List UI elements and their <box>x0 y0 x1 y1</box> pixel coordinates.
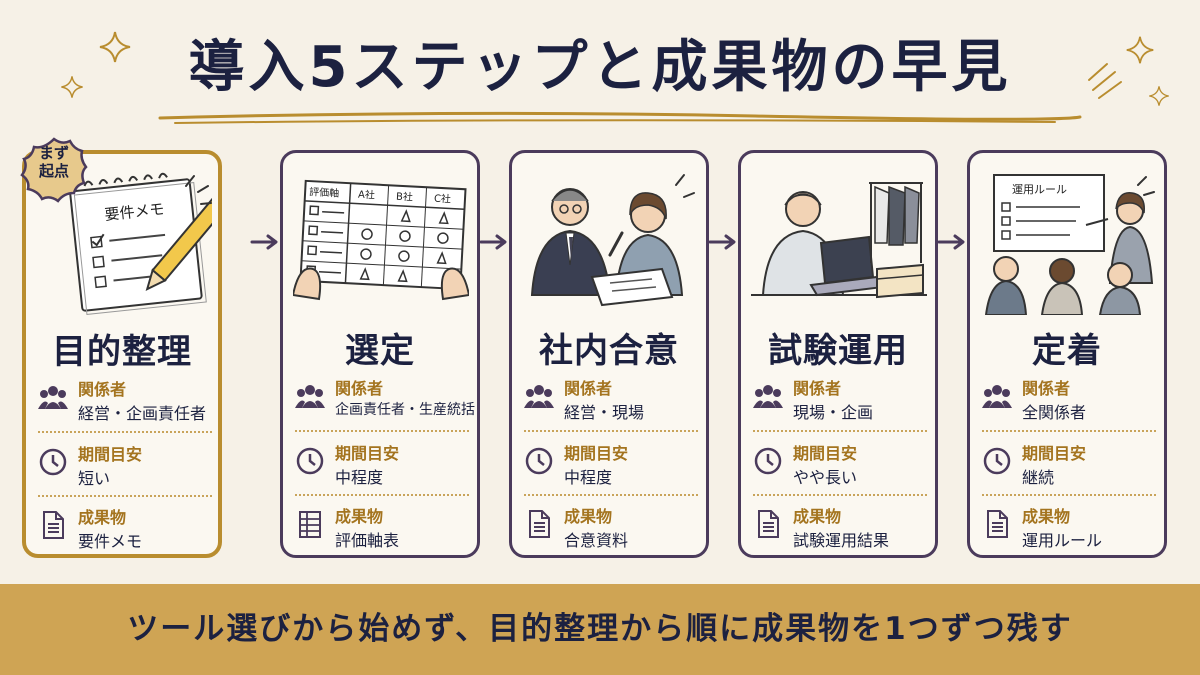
document-icon <box>987 510 1008 538</box>
arrow-right-icon <box>479 234 507 250</box>
table-icon <box>299 511 321 538</box>
clock-icon <box>525 447 553 475</box>
document-icon <box>43 511 64 539</box>
stakeholders-row: 関係者 全関係者 <box>980 373 1160 435</box>
period-row: 期間目安 継続 <box>980 438 1160 500</box>
clock-icon <box>983 447 1011 475</box>
divider <box>753 494 927 496</box>
deliverable-row: 成果物 運用ルール <box>980 501 1160 563</box>
svg-text:A社: A社 <box>358 188 376 202</box>
stakeholders-row: 関係者 企画責任者・生産統括 <box>293 373 475 435</box>
period-row: 期間目安 やや長い <box>751 438 931 500</box>
step-title: 目的整理 <box>52 332 192 372</box>
svg-text:C社: C社 <box>434 192 452 206</box>
arrow-right-icon <box>250 234 278 250</box>
divider <box>982 494 1156 496</box>
title-underline <box>158 111 1082 124</box>
divider <box>38 431 212 433</box>
svg-text:評価軸: 評価軸 <box>309 185 340 200</box>
sparkle-icon <box>1126 36 1154 64</box>
people-icon <box>753 385 783 408</box>
divider <box>753 430 927 432</box>
step-title: 社内合意 <box>539 331 679 371</box>
memo-pad-illustration: 要件メモ <box>69 172 212 316</box>
stakeholders-row: 関係者 経営・現場 <box>522 373 702 435</box>
step-card-purpose: 要件メモ 目的整理 関係者 経営・企画責任者 期間目安 短い 成果物 要件メモ <box>22 150 222 558</box>
page-title: 導入5ステップと成果物の早見 <box>188 35 1012 100</box>
period-row: 期間目安 中程度 <box>293 438 473 500</box>
training-illustration: 運用ルール <box>984 174 1155 315</box>
people-icon <box>524 385 554 408</box>
period-row: 期間目安 短い <box>36 439 216 501</box>
deliverable-row: 成果物 合意資料 <box>522 501 702 563</box>
divider <box>524 494 698 496</box>
sparkle-icon <box>99 31 131 63</box>
divider <box>295 430 469 432</box>
arrow-right-icon <box>937 234 965 250</box>
arrow-right-icon <box>708 234 736 250</box>
deliverable-row: 成果物 要件メモ <box>36 502 216 564</box>
divider <box>982 430 1156 432</box>
clock-icon <box>754 447 782 475</box>
document-icon <box>529 510 550 538</box>
svg-text:B社: B社 <box>396 190 414 204</box>
accent-lines-icon <box>1088 63 1122 99</box>
step-card-adoption: 運用ルール 定着 関係者 全関係者 期間目安 継続 成果物 運用ルール <box>967 150 1167 558</box>
people-icon <box>982 385 1012 408</box>
meeting-illustration <box>530 174 695 307</box>
stakeholders-row: 関係者 現場・企画 <box>751 373 931 435</box>
sparkle-icon <box>1149 86 1169 106</box>
deliverable-row: 成果物 試験運用結果 <box>751 501 931 563</box>
step-card-consensus: 社内合意 関係者 経営・現場 期間目安 中程度 成果物 合意資料 <box>509 150 709 558</box>
divider <box>524 430 698 432</box>
divider <box>295 494 469 496</box>
people-icon <box>295 385 325 408</box>
step-card-selection: 評価軸 A社 B社 C社 選定 関係者 企画責任者・生産統括 期間目安 中程度 <box>280 150 480 558</box>
step-title: 定着 <box>1032 331 1102 371</box>
clock-icon <box>296 447 324 475</box>
board-title: 運用ルール <box>1012 183 1067 196</box>
clock-icon <box>39 448 67 476</box>
step-title: 選定 <box>345 331 415 371</box>
footer-message: ツール選びから始めず、目的整理から順に成果物を1つずつ残す <box>127 611 1073 647</box>
step-title: 試験運用 <box>768 331 908 371</box>
laptop-work-illustration <box>751 182 927 299</box>
stakeholders-row: 関係者 経営・企画責任者 <box>36 374 216 436</box>
divider <box>38 495 212 497</box>
step-card-trial: 試験運用 関係者 現場・企画 期間目安 やや長い 成果物 試験運用結果 <box>738 150 938 558</box>
footer-banner: ツール選びから始めず、目的整理から順に成果物を1つずつ残す <box>0 584 1200 675</box>
deliverable-row: 成果物 評価軸表 <box>293 501 473 563</box>
evaluation-table-illustration: 評価軸 A社 B社 C社 <box>293 179 469 301</box>
document-icon <box>758 510 779 538</box>
period-row: 期間目安 中程度 <box>522 438 702 500</box>
people-icon <box>38 386 68 409</box>
start-badge-text: まず起点 <box>38 144 69 180</box>
sparkle-icon <box>61 76 83 98</box>
start-badge <box>20 137 88 203</box>
